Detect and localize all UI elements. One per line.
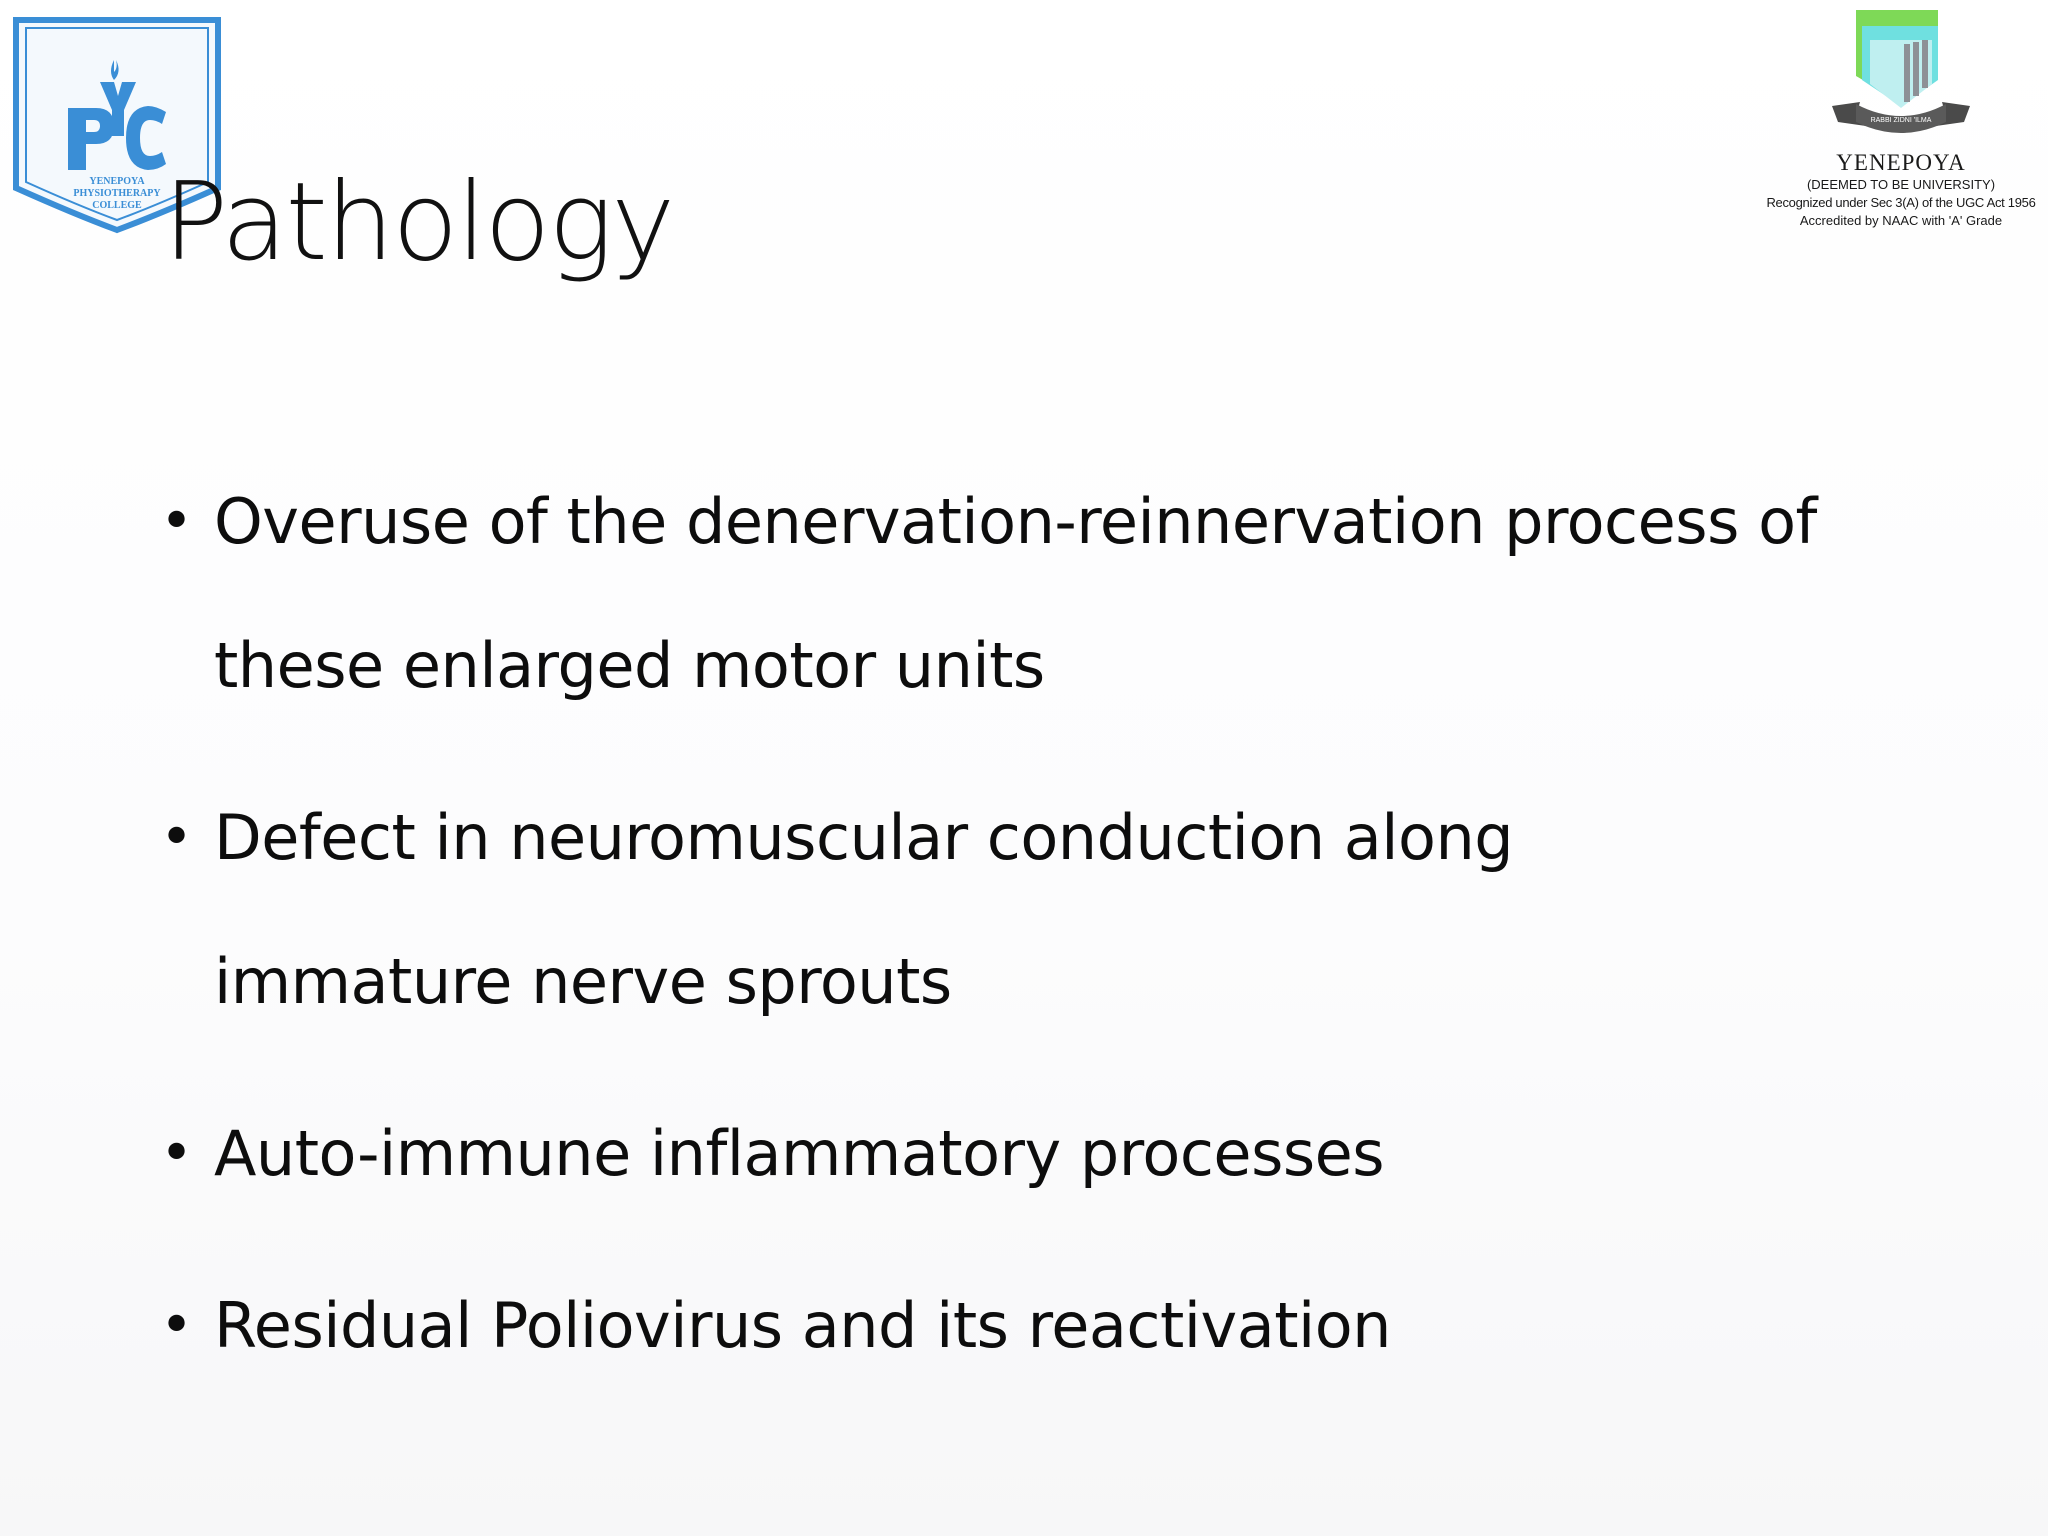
bullet-text: Residual Poliovirus and its reactivation: [214, 1289, 1391, 1362]
bullet-text: Overuse of the denervation-reinnervation…: [214, 485, 1817, 702]
college-crest-line3: COLLEGE: [92, 200, 142, 211]
bullet-dot-icon: •: [160, 1293, 193, 1358]
college-crest-logo: YENEPOYA PHYSIOTHERAPY COLLEGE: [10, 16, 224, 238]
college-crest-line1: YENEPOYA: [89, 176, 145, 187]
university-status: (DEEMED TO BE UNIVERSITY): [1806, 177, 1996, 192]
college-crest-line2: PHYSIOTHERAPY: [73, 188, 161, 199]
bullet-item: • Defect in neuromuscular conduction alo…: [160, 766, 1960, 1054]
ribbon-motto: RABBI ZIDNI 'ILMA: [1871, 117, 1932, 124]
bullet-text: Defect in neuromuscular conduction along…: [214, 801, 1514, 1018]
university-accreditation: Accredited by NAAC with 'A' Grade: [1799, 213, 2003, 228]
bullet-dot-icon: •: [160, 1121, 193, 1186]
bullet-dot-icon: •: [160, 489, 193, 554]
university-name: YENEPOYA: [1836, 150, 1966, 175]
university-emblem-icon: RABBI ZIDNI 'ILMA: [1832, 10, 1970, 133]
bullet-item: • Residual Poliovirus and its reactivati…: [160, 1254, 1960, 1398]
bullet-item: • Overuse of the denervation-reinnervati…: [160, 450, 1960, 738]
bullet-list: • Overuse of the denervation-reinnervati…: [160, 450, 1960, 1426]
bullet-dot-icon: •: [160, 805, 193, 870]
university-recognition: Recognized under Sec 3(A) of the UGC Act…: [1766, 195, 2036, 210]
bullet-text: Auto-immune inflammatory processes: [214, 1117, 1385, 1190]
university-logo: RABBI ZIDNI 'ILMA YENEPOYA (DEEMED TO BE…: [1760, 6, 2042, 246]
bullet-item: • Auto-immune inflammatory processes: [160, 1082, 1960, 1226]
slide-title: Pathology: [163, 160, 675, 285]
